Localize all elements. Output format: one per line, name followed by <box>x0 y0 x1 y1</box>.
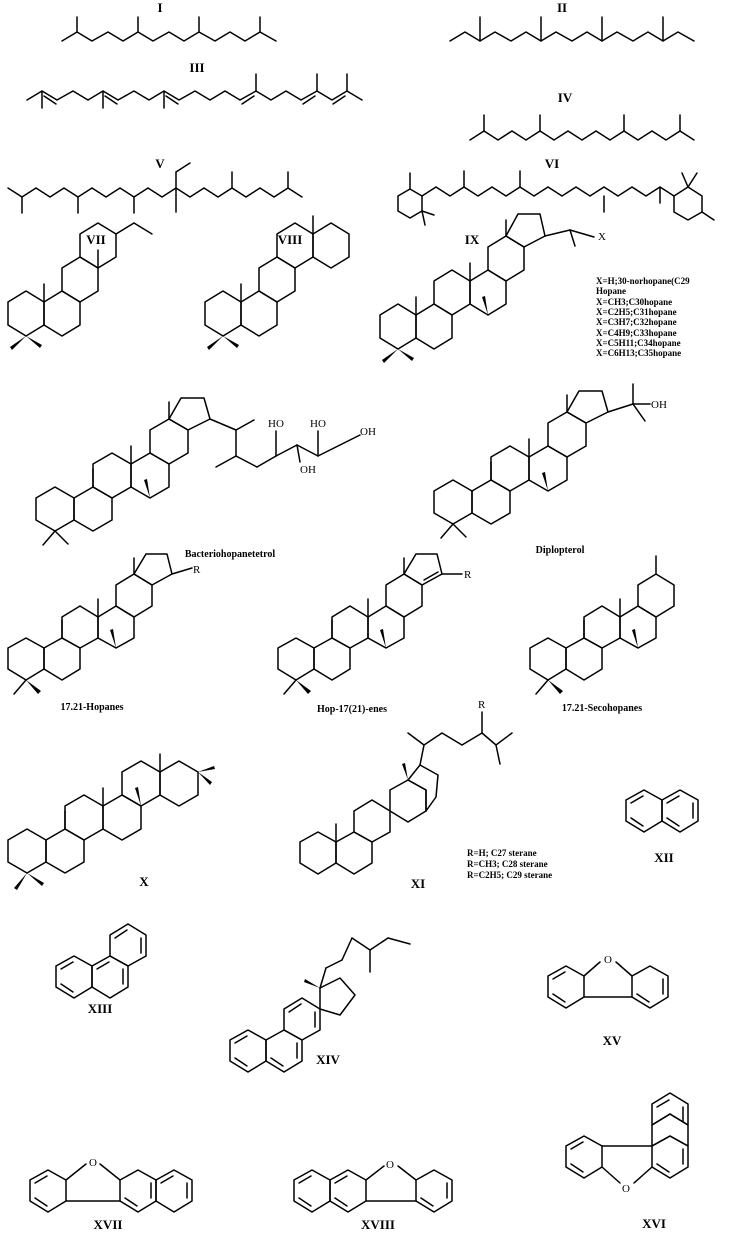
hydroxyl-label: HO <box>268 418 284 430</box>
r-substituent: R <box>193 564 201 576</box>
label-XVIII: XVIII <box>361 1217 395 1232</box>
structure-VI <box>397 170 715 226</box>
x-substituent: X <box>598 231 606 243</box>
oxygen-label: O <box>622 1183 630 1195</box>
structure-II <box>449 16 695 42</box>
label-XIII: XIII <box>88 1001 113 1016</box>
label-VI: VI <box>545 156 559 171</box>
oxygen-label: O <box>386 1159 394 1171</box>
note-line: X=C5H11;C34hopane <box>596 338 681 348</box>
label-IX: IX <box>465 232 480 247</box>
sterane-note: R=C2H5; C29 sterane <box>467 870 552 880</box>
label-XV: XV <box>603 1033 622 1048</box>
name-secohopanes: 17.21-Secohopanes <box>562 703 642 714</box>
name-hopenes: Hop-17(21)-enes <box>317 704 387 715</box>
label-VIII: VIII <box>278 232 303 247</box>
name-bacteriohopanetetrol: Bacteriohopanetetrol <box>185 549 276 560</box>
note-line: X=C4H9;C33hopane <box>596 328 677 338</box>
label-I: I <box>157 0 162 15</box>
r-substituent: R <box>464 569 472 581</box>
structure-XVII <box>29 1163 193 1213</box>
r-substituent: R <box>478 699 486 711</box>
label-II: II <box>557 0 567 15</box>
structure-hopenes <box>277 553 463 695</box>
label-IV: IV <box>558 90 573 105</box>
sterane-note: R=H; C27 sterane <box>467 848 537 858</box>
structure-I <box>61 16 277 42</box>
structure-VII <box>7 222 153 350</box>
label-XII: XII <box>654 850 674 865</box>
label-XI: XI <box>411 876 425 891</box>
structure-IV <box>469 114 695 141</box>
structure-XI <box>299 711 513 875</box>
note-line: X=H;30-norhopane(C29 <box>596 276 690 286</box>
structure-diplopterol <box>433 383 651 539</box>
hydroxyl-label: HO <box>310 418 326 430</box>
oxygen-label: O <box>89 1157 97 1169</box>
structure-bacteriohopanetetrol <box>35 397 361 546</box>
structure-XVIII <box>293 1165 453 1213</box>
label-VII: VII <box>86 232 106 247</box>
name-hopanes: 17.21-Hopanes <box>60 702 123 713</box>
structure-XV <box>547 961 669 1009</box>
structure-VIII <box>204 215 350 350</box>
structure-XIII <box>55 923 147 999</box>
structure-IX <box>379 213 595 363</box>
note-line: X=C6H13;C35hopane <box>596 348 681 358</box>
label-V: V <box>155 156 165 171</box>
label-XVI: XVI <box>642 1216 666 1231</box>
sterane-note: R=CH3; C28 sterane <box>467 859 548 869</box>
structure-X <box>7 753 215 890</box>
label-XIV: XIV <box>316 1052 340 1067</box>
oxygen-label: O <box>604 954 612 966</box>
hydroxyl-label: OH <box>300 464 316 476</box>
hydroxyl-label: OH <box>651 399 667 411</box>
structure-XII <box>625 789 699 833</box>
label-XVII: XVII <box>94 1217 123 1232</box>
structure-hopanes <box>7 553 193 695</box>
label-III: III <box>189 60 204 75</box>
note-line: X=C3H7;C32hopane <box>596 317 677 327</box>
name-diplopterol: Diplopterol <box>536 545 585 556</box>
note-line: Hopane <box>596 286 626 296</box>
structure-V <box>7 162 303 214</box>
structure-III <box>26 73 363 109</box>
structure-secohopanes <box>529 555 675 695</box>
note-line: X=C2H5;C31hopane <box>596 307 677 317</box>
hydroxyl-label: OH <box>360 426 376 438</box>
hopane-notes: X=H;30-norhopane(C29 Hopane X=CH3;C30hop… <box>596 276 690 358</box>
note-line: X=CH3;C30hopane <box>596 297 672 307</box>
label-X: X <box>139 874 149 889</box>
structure-XIV <box>229 937 411 1073</box>
structure-XVI <box>565 1092 689 1184</box>
